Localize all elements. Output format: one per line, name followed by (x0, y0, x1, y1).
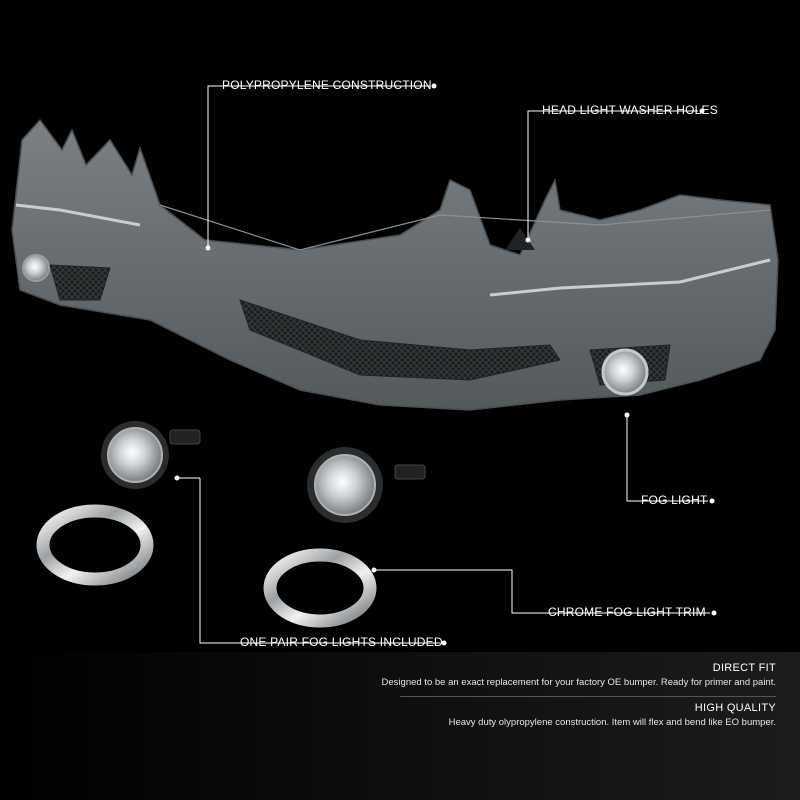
feature-divider (400, 696, 776, 697)
chrome-trim-right (263, 548, 377, 628)
fog-light-left (101, 421, 201, 489)
callout-washer-holes: HEAD LIGHT WASHER HOLES (542, 103, 718, 117)
feature-description: Heavy duty olypropylene construction. It… (448, 717, 776, 728)
feature-high-quality: HIGH QUALITY Heavy duty olypropylene con… (449, 702, 776, 728)
callout-chrome-trim: CHROME FOG LIGHT TRIM (548, 605, 706, 619)
callout-fog-light: FOG LIGHT (641, 493, 708, 507)
chrome-trim-left (36, 504, 154, 586)
feature-footer: DIRECT FIT Designed to be an exact repla… (0, 652, 800, 800)
callout-pair-included: ONE PAIR FOG LIGHTS INCLUDED (240, 635, 443, 649)
feature-title: DIRECT FIT (712, 662, 776, 674)
callout-polypropylene: POLYPROPYLENE CONSTRUCTION (222, 78, 432, 92)
feature-title: HIGH QUALITY (694, 702, 776, 714)
product-illustration (11, 83, 779, 646)
feature-description: Designed to be an exact replacement for … (381, 677, 776, 688)
front-bumper (11, 118, 779, 411)
fog-light-right (307, 447, 426, 523)
callout-lines (174, 83, 717, 646)
feature-direct-fit: DIRECT FIT Designed to be an exact repla… (382, 662, 776, 688)
